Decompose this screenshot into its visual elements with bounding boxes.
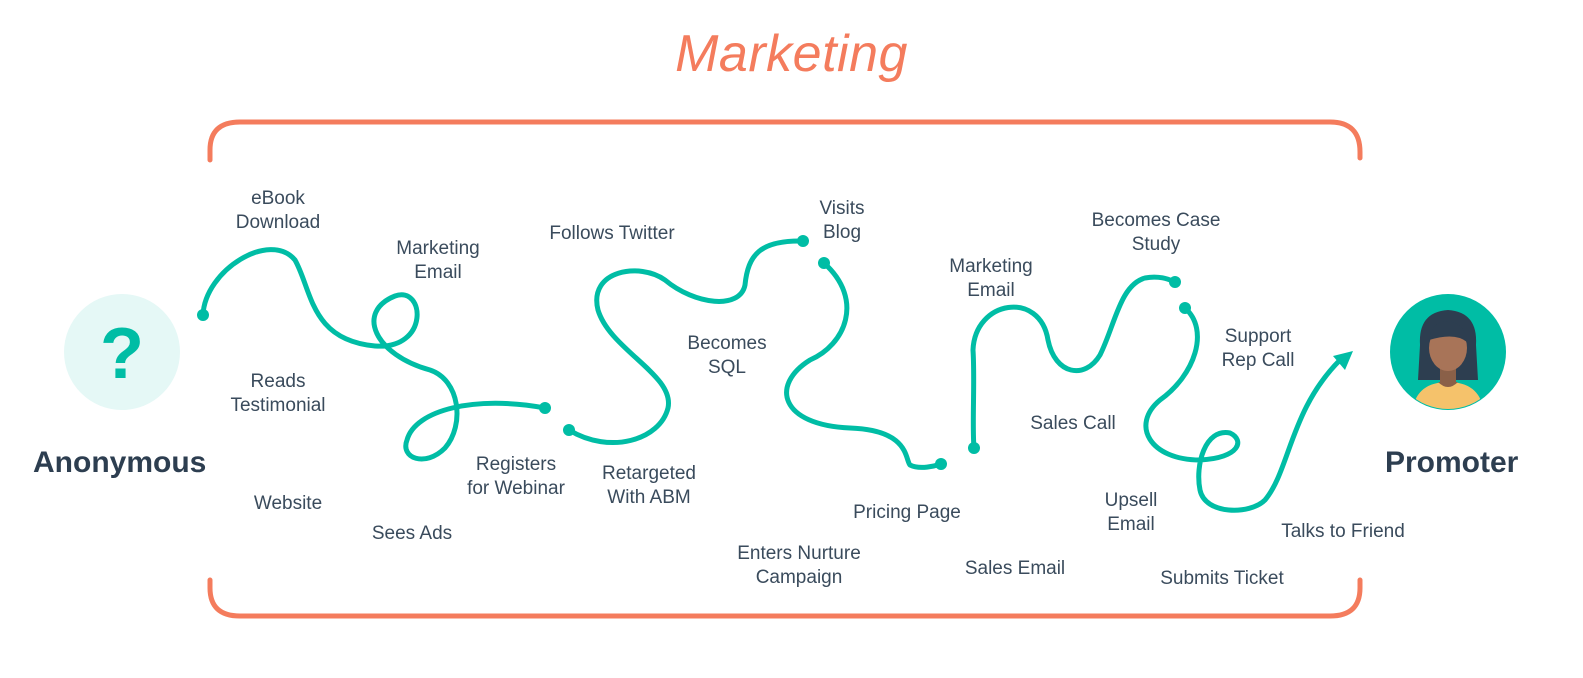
touchpoint-label-line: Reads xyxy=(250,371,306,392)
touchpoint-label-line: Email xyxy=(1107,514,1155,535)
touchpoint-label-line: Follows Twitter xyxy=(549,223,675,244)
touchpoint-label-line: Submits Ticket xyxy=(1160,568,1284,589)
question-mark-icon: ? xyxy=(100,314,144,394)
touchpoint-label-line: Support xyxy=(1224,326,1292,347)
touchpoint-label-line: Visits xyxy=(819,198,865,219)
touchpoint-label-line: Sees Ads xyxy=(371,523,453,544)
touchpoint-label: Talks to Friend xyxy=(1281,520,1405,544)
anonymous-avatar: ? xyxy=(64,294,180,410)
diagram-title: Marketing xyxy=(675,25,908,83)
top-bracket xyxy=(207,119,1363,163)
arrow-head-icon xyxy=(1333,351,1353,370)
touchpoint-label: Sales Call xyxy=(1030,412,1116,436)
touchpoint-label-line: Becomes Case xyxy=(1091,210,1221,231)
touchpoint-label: Registers for Webinar xyxy=(467,453,565,501)
touchpoint-label-line: Registers xyxy=(475,454,557,475)
touchpoint-label-line: Talks to Friend xyxy=(1281,521,1405,542)
touchpoint-label-line: SQL xyxy=(707,357,747,378)
journey-path-dots xyxy=(197,235,1191,470)
touchpoint-label-line: Email xyxy=(967,280,1015,301)
journey-path xyxy=(200,238,1343,513)
touchpoint-label-line: for Webinar xyxy=(467,478,565,499)
touchpoint-label-line: Rep Call xyxy=(1221,350,1295,371)
touchpoint-label-line: With ABM xyxy=(607,487,691,508)
touchpoint-label: Sales Email xyxy=(965,557,1065,581)
bottom-bracket xyxy=(207,577,1363,619)
anonymous-label: Anonymous xyxy=(33,446,207,479)
touchpoint-label-line: Enters Nurture xyxy=(737,543,861,564)
touchpoint-label-line: Pricing Page xyxy=(853,502,961,523)
touchpoint-label-line: Website xyxy=(253,493,323,514)
touchpoint-label-line: Marketing xyxy=(949,256,1033,277)
touchpoint-label-line: Study xyxy=(1131,234,1181,255)
touchpoint-label-line: Becomes xyxy=(687,333,767,354)
touchpoint-label-line: Upsell xyxy=(1104,490,1158,511)
touchpoint-label-line: Retargeted xyxy=(601,463,697,484)
touchpoint-label-line: Download xyxy=(235,212,321,233)
touchpoint-label: Pricing Page xyxy=(853,501,961,525)
touchpoint-label: Sees Ads xyxy=(372,522,452,546)
touchpoint-label-line: Campaign xyxy=(755,567,843,588)
touchpoint-label: Follows Twitter xyxy=(549,222,674,246)
person-avatar-icon xyxy=(1390,294,1506,410)
touchpoint-label: Submits Ticket xyxy=(1160,567,1284,591)
touchpoint-label-line: Testimonial xyxy=(230,395,326,416)
promoter-label: Promoter xyxy=(1385,446,1519,479)
touchpoint-label-line: Marketing xyxy=(396,238,480,259)
touchpoint-label-line: eBook xyxy=(251,188,305,209)
touchpoint-label: Website xyxy=(254,492,322,516)
touchpoint-label-line: Sales Email xyxy=(964,558,1066,579)
touchpoint-label-line: Blog xyxy=(822,222,862,243)
touchpoint-label-line: Email xyxy=(414,262,462,283)
touchpoint-label-line: Sales Call xyxy=(1030,413,1116,434)
